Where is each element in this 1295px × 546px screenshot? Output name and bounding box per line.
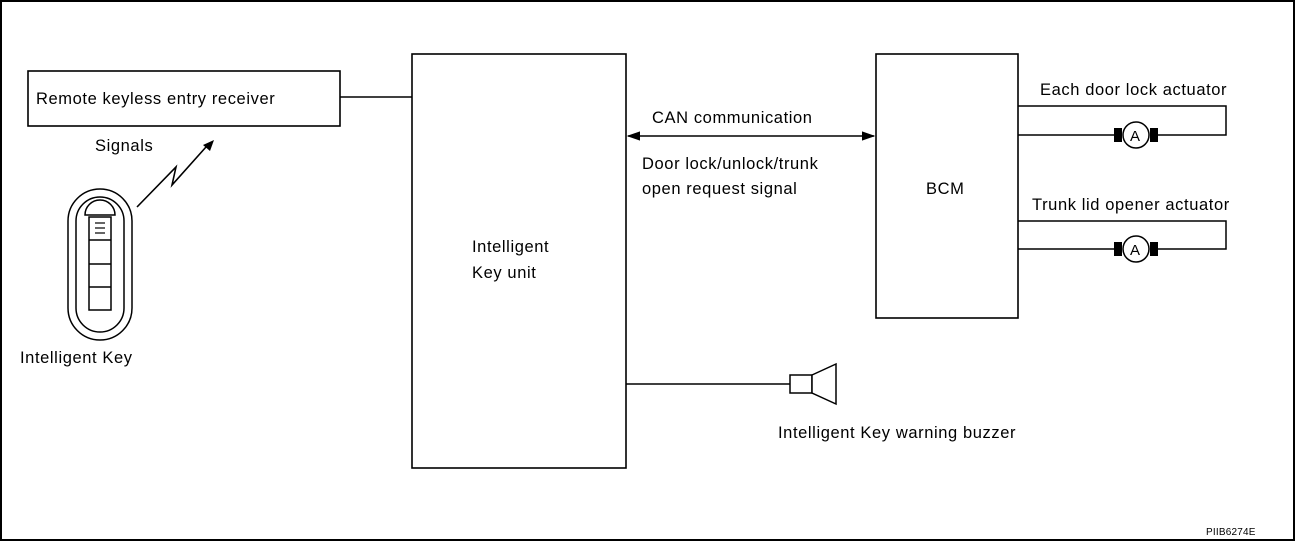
door-lock-actuator-circuit: A xyxy=(1018,105,1227,149)
receiver-label: Remote keyless entry receiver xyxy=(36,90,275,108)
bcm-box xyxy=(875,53,1019,319)
door-lock-actuator-label: Each door lock actuator xyxy=(1040,81,1227,99)
intelligent-key-label: Intelligent Key xyxy=(20,349,133,367)
trunk-lid-actuator-label: Trunk lid opener actuator xyxy=(1032,196,1230,214)
request-signal-label-line1: Door lock/unlock/trunk xyxy=(642,155,819,173)
intelligent-key-fob-icon xyxy=(67,188,133,341)
request-signal-label-line2: open request signal xyxy=(642,180,797,198)
key-unit-label-line2: Key unit xyxy=(472,264,536,282)
trunk-lid-actuator-circuit: A xyxy=(1018,220,1227,263)
bcm-label: BCM xyxy=(926,180,964,198)
wireless-signal-icon xyxy=(136,140,214,208)
remote-keyless-entry-receiver: Remote keyless entry receiver xyxy=(27,70,341,127)
receiver-box xyxy=(27,70,341,127)
intelligent-key-unit: Intelligent Key unit xyxy=(411,53,627,469)
signals-label: Signals xyxy=(95,137,153,155)
can-communication-label: CAN communication xyxy=(652,109,813,127)
door-motor-symbol: A xyxy=(1130,128,1140,145)
door-lock-motor-icon xyxy=(1122,121,1150,149)
bcm: BCM xyxy=(875,53,1019,319)
warning-buzzer-label: Intelligent Key warning buzzer xyxy=(778,424,1016,442)
reference-code: PIIB6274E xyxy=(1206,527,1256,538)
trunk-motor-symbol: A xyxy=(1130,242,1140,259)
key-unit-box xyxy=(411,53,627,469)
key-unit-label-line1: Intelligent xyxy=(472,238,549,256)
warning-buzzer-icon xyxy=(789,362,837,406)
trunk-lid-motor-icon xyxy=(1122,235,1150,263)
